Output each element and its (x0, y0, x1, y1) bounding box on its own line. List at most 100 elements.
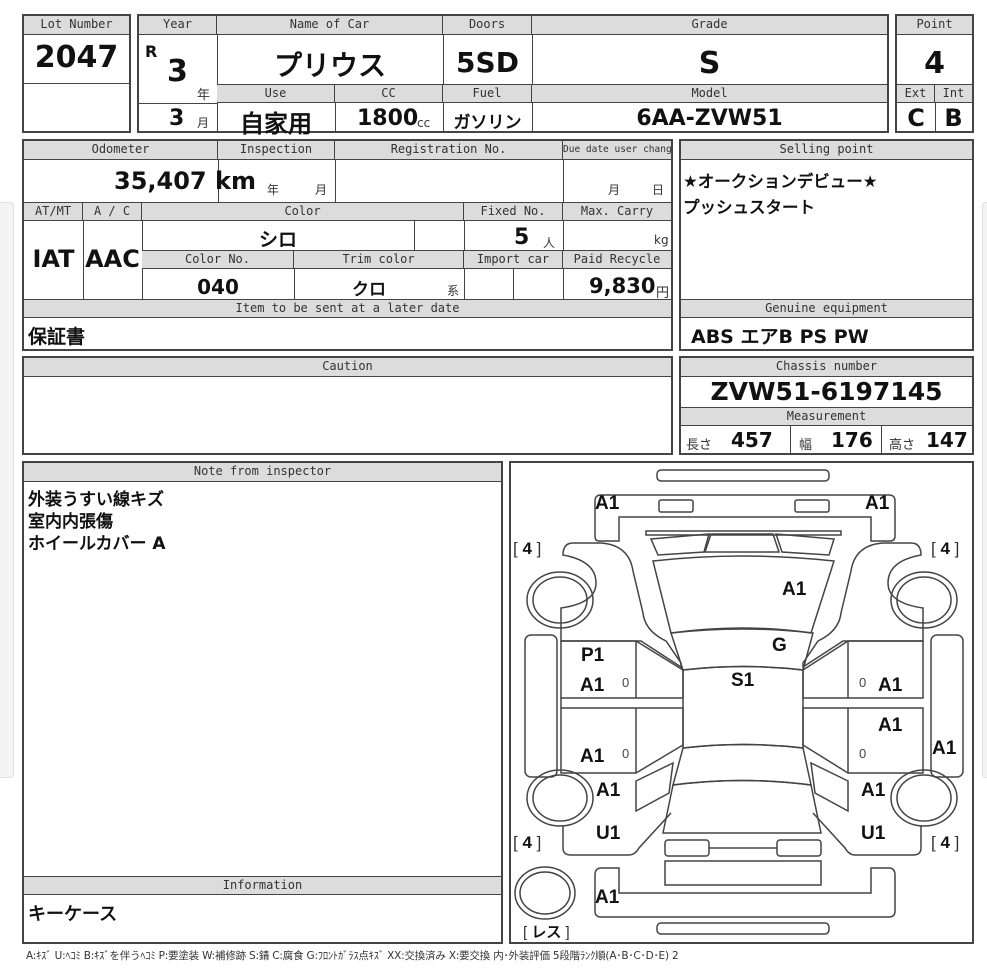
mark-right-front-door: A1 (878, 675, 903, 696)
use-value: 自家用 (240, 110, 312, 138)
odometer-value: 35,407 km (114, 167, 256, 195)
color-no-label: Color No. (142, 250, 294, 269)
mark-right-rear-door-small: 0 (859, 746, 867, 761)
car-diagram-outline (514, 469, 964, 935)
selling-point-label: Selling point (681, 141, 972, 160)
mark-right-rear-fender: A1 (861, 780, 886, 801)
model-label: Model (532, 84, 887, 103)
mark-rear-bumper: A1 (595, 887, 620, 908)
fuel-value: ガソリン (453, 113, 522, 133)
int-grade: B (944, 104, 963, 132)
selling-point-line-2: プッシュスタート (683, 198, 815, 217)
registration-label: Registration No. (335, 141, 563, 160)
doors-label: Doors (443, 16, 532, 35)
color-value: シロ (258, 229, 297, 251)
inspector-note-box: Note from inspector 外装うすい線キズ 室内内張傷 ホイールカ… (22, 461, 503, 944)
int-label: Int (935, 84, 972, 103)
chassis-label: Chassis number (681, 358, 972, 377)
due-date-day-unit: 日 (652, 183, 665, 197)
trim-color-label: Trim color (294, 250, 464, 269)
mark-right-rear-door: A1 (878, 715, 903, 736)
mark-right-rear-fender-2: U1 (861, 823, 886, 844)
later-items-value: 保証書 (28, 326, 86, 348)
length-value: 457 (731, 428, 773, 452)
mark-left-rear-fender: A1 (596, 780, 621, 801)
inspector-note-line-2: 室内内張傷 (28, 512, 113, 532)
details-box: Odometer Inspection Registration No. Due… (22, 139, 673, 351)
mark-front-bumper-left: A1 (595, 493, 620, 514)
fixed-no-label: Fixed No. (464, 202, 563, 221)
damage-legend: A:ｷｽﾞ U:ﾍｺﾐ B:ｷｽﾞを伴うﾍｺﾐ P:要塗装 W:補修跡 S:錆 … (26, 950, 679, 962)
point-label: Point (897, 16, 972, 35)
chassis-value: ZVW51-6197145 (710, 377, 943, 406)
height-label: 高さ (889, 438, 916, 453)
model-value: 6AA-ZVW51 (636, 106, 783, 131)
tire-spare: [ レス ] (523, 924, 570, 941)
width-value: 176 (831, 428, 873, 452)
inspection-month-unit: 月 (315, 183, 328, 197)
mark-right-front-door-small: 0 (859, 675, 867, 690)
measurement-label: Measurement (681, 407, 972, 426)
fixed-no-unit: 人 (543, 236, 556, 250)
grade-label: Grade (532, 16, 887, 35)
mark-left-front-door-small: 0 (622, 675, 630, 690)
mark-roof: S1 (731, 670, 755, 691)
lot-number-box: Lot Number 2047 (22, 14, 131, 133)
color-no-value: 040 (197, 275, 239, 299)
tire-front-left: [ 4 ] (513, 539, 542, 558)
inspector-note-label: Note from inspector (24, 463, 501, 482)
ext-label: Ext (897, 84, 935, 103)
trim-color-unit: 系 (447, 284, 460, 298)
paid-recycle-value: 9,830 (589, 274, 656, 298)
genuine-equipment-value: ABS エアB PS PW (691, 326, 869, 348)
mark-left-front-door-2: A1 (580, 675, 605, 696)
width-label: 幅 (799, 438, 813, 453)
mark-right-sill: A1 (932, 738, 957, 759)
cc-value: 1800 (357, 106, 419, 131)
point-value: 4 (924, 46, 945, 81)
tire-rear-right: [ 4 ] (931, 833, 960, 852)
mark-front-bumper-right: A1 (865, 493, 890, 514)
due-date-month-unit: 月 (608, 183, 621, 197)
height-value: 147 (926, 428, 968, 452)
ac-value: AAC (85, 245, 140, 273)
month-unit: 月 (197, 116, 210, 130)
trim-color-value: クロ (352, 280, 386, 300)
name-of-car-label: Name of Car (217, 16, 443, 35)
atmt-value: IAT (32, 245, 75, 273)
max-carry-unit: kg (654, 233, 669, 247)
selling-point-box: Selling point ★オークションデビュー★ プッシュスタート Genu… (679, 139, 974, 351)
due-date-label: Due date user change (563, 141, 671, 160)
length-label: 長さ (686, 438, 713, 453)
color-label: Color (142, 202, 464, 221)
chassis-box: Chassis number ZVW51-6197145 Measurement… (679, 356, 974, 455)
ext-grade: C (907, 104, 925, 132)
inspector-note-line-1: 外装うすい線キズ (28, 490, 164, 510)
point-box: Point 4 Ext Int C B (895, 14, 974, 133)
inspector-note-line-3: ホイールカバー A (28, 534, 166, 554)
paid-recycle-label: Paid Recycle (563, 250, 671, 269)
car-diagram-box: [ 4 ] [ 4 ] [ 4 ] [ 4 ] [ レス ] A1 A1 A1 … (509, 461, 974, 944)
genuine-equipment-label: Genuine equipment (681, 299, 972, 318)
fuel-label: Fuel (443, 84, 532, 103)
year-label: Year (139, 16, 217, 35)
left-side-panel (0, 202, 14, 778)
atmt-label: AT/MT (24, 202, 83, 221)
paid-recycle-unit: 円 (656, 286, 670, 301)
mark-windshield: G (772, 635, 787, 656)
vehicle-info-box: Year Name of Car Doors Grade R 3 年 3 月 プ… (137, 14, 889, 138)
odometer-label: Odometer (24, 141, 218, 160)
doors-value: 5SD (456, 46, 519, 79)
cc-label: CC (335, 84, 443, 103)
grade-value: S (698, 46, 721, 81)
year-unit: 年 (197, 88, 211, 103)
caution-box: Caution (22, 356, 673, 455)
information-label: Information (24, 876, 501, 895)
tire-rear-left: [ 4 ] (513, 833, 542, 852)
mark-hood: A1 (782, 579, 807, 600)
use-label: Use (217, 84, 335, 103)
month-value: 3 (169, 106, 185, 131)
mark-left-rear-door: A1 (580, 746, 605, 767)
max-carry-label: Max. Carry (563, 202, 671, 221)
lot-number-label: Lot Number (24, 16, 129, 35)
